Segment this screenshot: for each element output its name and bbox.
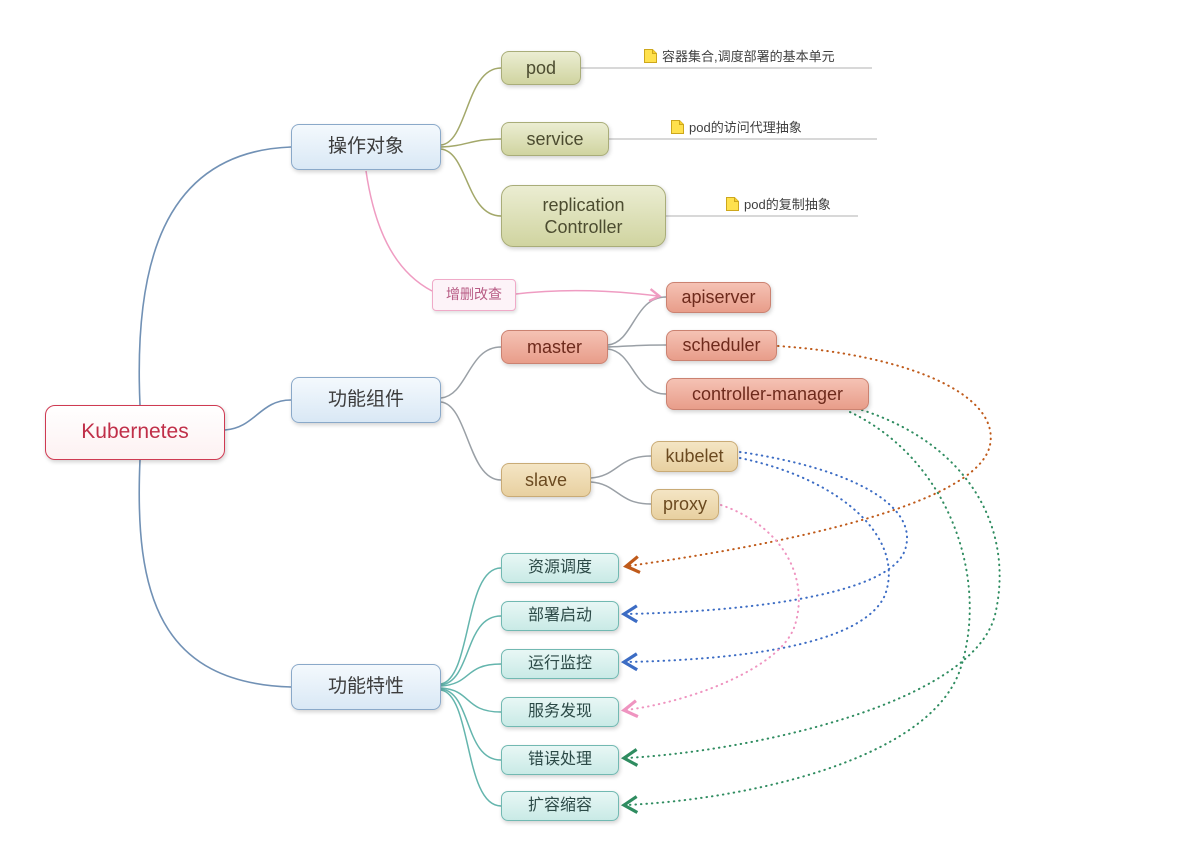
topic-apiserver[interactable]: apiserver: [666, 282, 771, 313]
topic-feature-scheduling[interactable]: 资源调度: [501, 553, 619, 583]
note-text: pod的复制抽象: [744, 197, 831, 212]
topic-operations[interactable]: 操作对象: [291, 124, 441, 170]
edge-operations-replication: [440, 148, 502, 217]
topic-service[interactable]: service: [501, 122, 609, 156]
relation-proxy-discovery[interactable]: [620, 504, 800, 719]
edge-slave-proxy: [590, 481, 652, 505]
edge-features-error: [440, 688, 502, 761]
relation-controller-scaling[interactable]: [620, 411, 971, 814]
topic-kubelet[interactable]: kubelet: [651, 441, 738, 472]
note-icon[interactable]: [670, 119, 685, 135]
note-icon[interactable]: [725, 196, 740, 212]
edge-slave-kubelet: [590, 455, 652, 479]
root-topic-kubernetes[interactable]: Kubernetes: [45, 405, 225, 460]
edge-root-components: [224, 399, 292, 431]
topic-proxy[interactable]: proxy: [651, 489, 719, 520]
edge-master-scheduler: [607, 344, 667, 348]
topic-components[interactable]: 功能组件: [291, 377, 441, 423]
edge-features-monitor: [440, 663, 502, 687]
edge-features-discovery: [440, 687, 502, 713]
relation-operations-apiserver-1[interactable]: [365, 170, 433, 292]
edge-features-scheduling: [440, 567, 502, 685]
edge-operations-pod: [440, 67, 502, 146]
relation-controller-error[interactable]: [620, 409, 1001, 767]
edge-master-controller-manager: [607, 348, 667, 395]
edge-components-slave: [440, 401, 502, 481]
edge-root-features: [138, 459, 292, 688]
topic-master[interactable]: master: [501, 330, 608, 364]
relation-kubelet-deploy[interactable]: [620, 451, 908, 624]
topic-feature-scaling[interactable]: 扩容缩容: [501, 791, 619, 821]
edge-components-master: [440, 346, 502, 399]
edge-features-scaling: [440, 689, 502, 807]
topic-features[interactable]: 功能特性: [291, 664, 441, 710]
topic-pod[interactable]: pod: [501, 51, 581, 85]
topic-replication-controller[interactable]: replication Controller: [501, 185, 666, 247]
topic-feature-discovery[interactable]: 服务发现: [501, 697, 619, 727]
topic-feature-monitor[interactable]: 运行监控: [501, 649, 619, 679]
edge-features-deploy: [440, 615, 502, 686]
note-text: pod的访问代理抽象: [689, 120, 802, 135]
note-text: 容器集合,调度部署的基本单元: [662, 49, 835, 64]
topic-feature-error[interactable]: 错误处理: [501, 745, 619, 775]
note-replication: pod的复制抽象: [725, 194, 831, 213]
note-pod: 容器集合,调度部署的基本单元: [643, 46, 835, 65]
relationship-label-crud[interactable]: 增删改查: [432, 279, 516, 311]
edge-master-apiserver: [607, 296, 667, 346]
relation-kubelet-monitor[interactable]: [620, 457, 890, 672]
topic-controller-manager[interactable]: controller-manager: [666, 378, 869, 410]
note-icon[interactable]: [643, 48, 658, 64]
note-service: pod的访问代理抽象: [670, 117, 802, 136]
topic-feature-deploy[interactable]: 部署启动: [501, 601, 619, 631]
topic-slave[interactable]: slave: [501, 463, 591, 497]
edge-root-operations: [138, 146, 292, 406]
relation-operations-apiserver-2[interactable]: [515, 288, 662, 303]
edge-operations-service: [440, 138, 502, 148]
topic-scheduler[interactable]: scheduler: [666, 330, 777, 361]
